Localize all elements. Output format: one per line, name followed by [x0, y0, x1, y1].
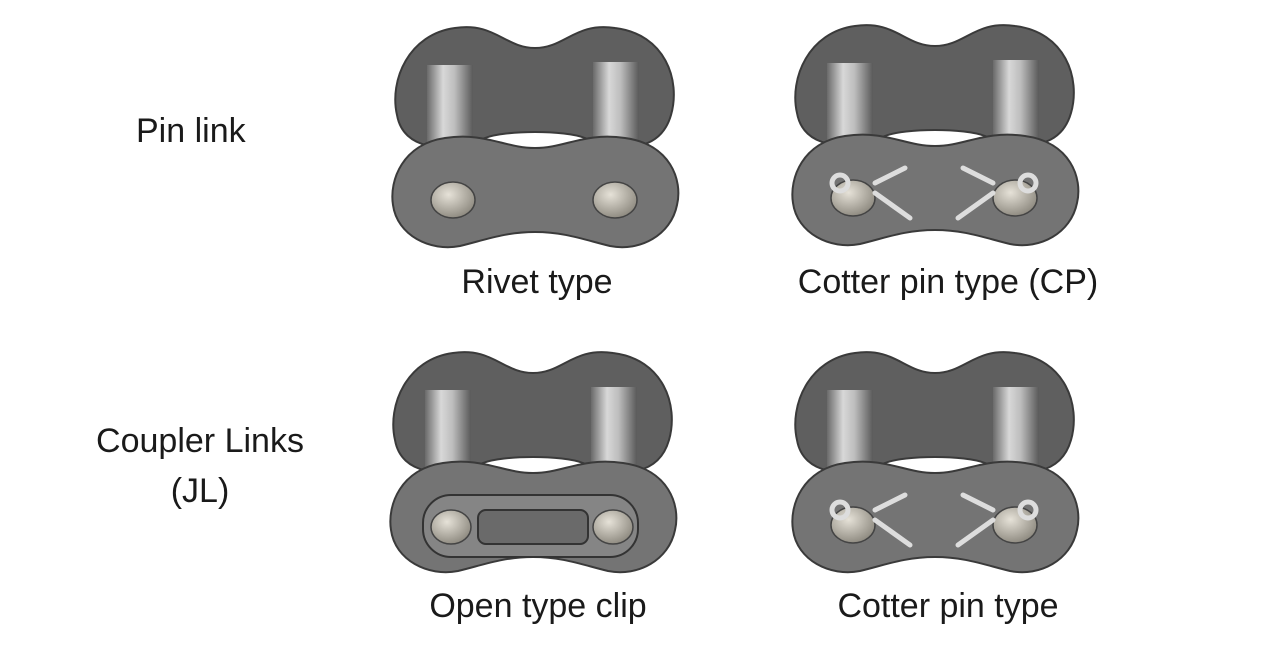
cotter-pin-link-image [791, 351, 1080, 574]
open-type-clip-link-image [389, 351, 678, 574]
caption-cotter-pin-type: Cotter pin type [837, 587, 1059, 625]
row-label-pin-link: Pin link [136, 112, 246, 150]
cotter-pin-cp-link-image [791, 24, 1080, 247]
caption-rivet-type: Rivet type [461, 263, 613, 301]
caption-open-type-clip: Open type clip [429, 587, 647, 625]
rivet-type-link-image [391, 26, 680, 249]
row-label-coupler-links: Coupler Links [96, 422, 304, 460]
row-label-coupler-links-jl: (JL) [170, 472, 230, 510]
caption-cotter-pin-type-cp: Cotter pin type (CP) [797, 263, 1099, 301]
